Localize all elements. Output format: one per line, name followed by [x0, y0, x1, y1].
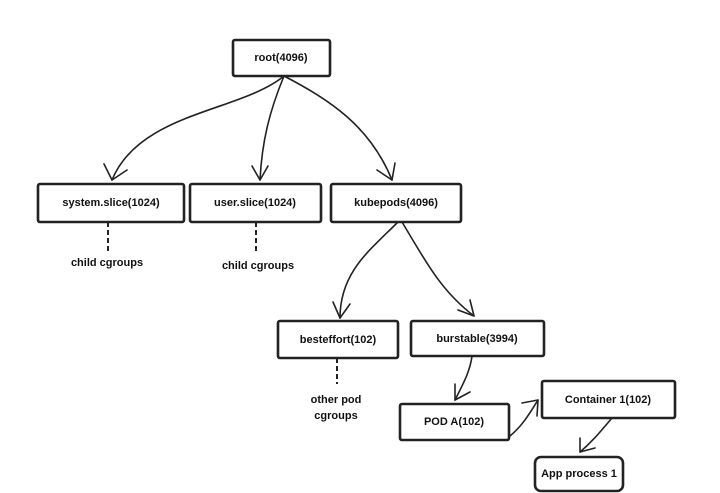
node-user-slice-label: user.slice(1024) [214, 197, 296, 209]
arrowhead-pod-a [454, 383, 471, 401]
note-user-child-cgroups: child cgroups [222, 260, 294, 272]
node-app-process-label: App process 1 [541, 468, 617, 480]
node-besteffort-label: besteffort(102) [300, 334, 377, 346]
edge-kubepods-to-burstable [401, 221, 475, 317]
edge-kubepods-to-besteffort [339, 221, 399, 319]
arrowhead-besteffort [332, 301, 351, 319]
edge-root-to-kubepods [283, 75, 393, 181]
node-besteffort: besteffort(102) [276, 319, 400, 360]
note-system-child-cgroups: child cgroups [71, 257, 143, 269]
node-container-1-label: Container 1(102) [565, 394, 652, 406]
arrowhead-burstable [457, 299, 475, 317]
node-pod-a: POD A(102) [398, 402, 511, 442]
arrowhead-app-process [579, 437, 596, 453]
edge-root-to-system-slice [111, 75, 285, 181]
arrowhead-container-1 [521, 399, 539, 417]
edge-burstable-to-pod-a [454, 355, 473, 401]
note-other-pod-line1: other pod [311, 394, 362, 406]
node-app-process: App process 1 [533, 455, 625, 493]
node-root: root(4096) [231, 38, 332, 78]
node-system-slice-label: system.slice(1024) [62, 197, 160, 209]
node-kubepods: kubepods(4096) [329, 182, 463, 224]
node-system-slice: system.slice(1024) [36, 182, 186, 224]
node-kubepods-label: kubepods(4096) [354, 197, 438, 209]
arrowhead-kubepods [376, 162, 396, 181]
node-pod-a-label: POD A(102) [424, 416, 484, 428]
edge-root-to-user-slice [259, 75, 285, 181]
arrowhead-user-slice [251, 165, 269, 181]
node-burstable-label: burstable(3994) [436, 333, 518, 345]
arrowhead-system-slice [103, 163, 128, 181]
node-user-slice: user.slice(1024) [188, 182, 323, 224]
note-other-pod-line2: cgroups [314, 410, 357, 422]
node-root-label: root(4096) [254, 52, 308, 64]
node-container-1: Container 1(102) [540, 379, 677, 420]
edge-container-1-to-app-process [579, 417, 613, 453]
edges [103, 75, 613, 453]
node-burstable: burstable(3994) [409, 319, 546, 358]
dashed-connectors [107, 222, 338, 384]
edge-pod-a-to-container-1 [509, 399, 539, 437]
